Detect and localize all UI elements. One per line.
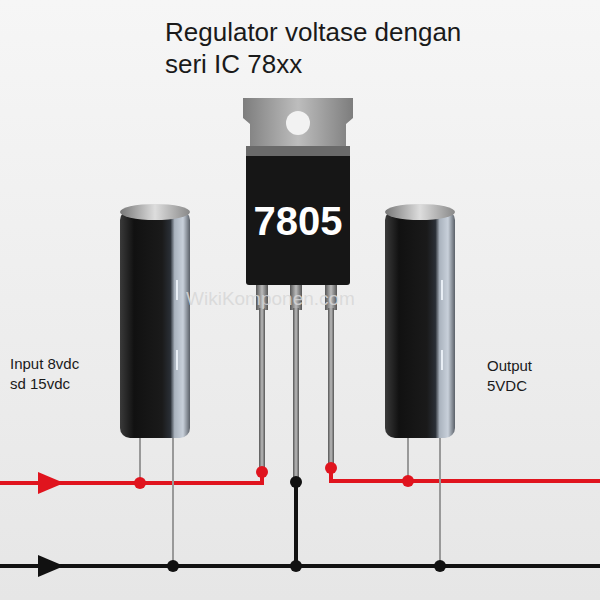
ic-heatsink-tab xyxy=(243,98,353,150)
watermark: WikiKomponen.com xyxy=(186,287,426,311)
title: Regulator voltase dengan seri IC 78xx xyxy=(165,16,495,80)
ic-tab-hole xyxy=(286,111,310,135)
output-capacitor xyxy=(385,204,455,566)
ground-arrow xyxy=(38,555,64,577)
input-capacitor xyxy=(120,204,190,566)
ground-wire xyxy=(0,470,600,566)
ic-leg-ground xyxy=(293,308,299,480)
junction-dots xyxy=(134,462,446,572)
input-voltage-label: Input 8vdc sd 15vdc xyxy=(10,354,96,394)
output-voltage-label: Output 5VDC xyxy=(487,356,559,396)
ic-body: 7805 xyxy=(246,156,350,285)
ic-leg-output xyxy=(328,308,334,467)
output-wire xyxy=(331,467,600,481)
ic-part-number: 7805 xyxy=(254,199,343,243)
input-arrow xyxy=(38,472,64,494)
ic-leg-input xyxy=(259,308,265,470)
